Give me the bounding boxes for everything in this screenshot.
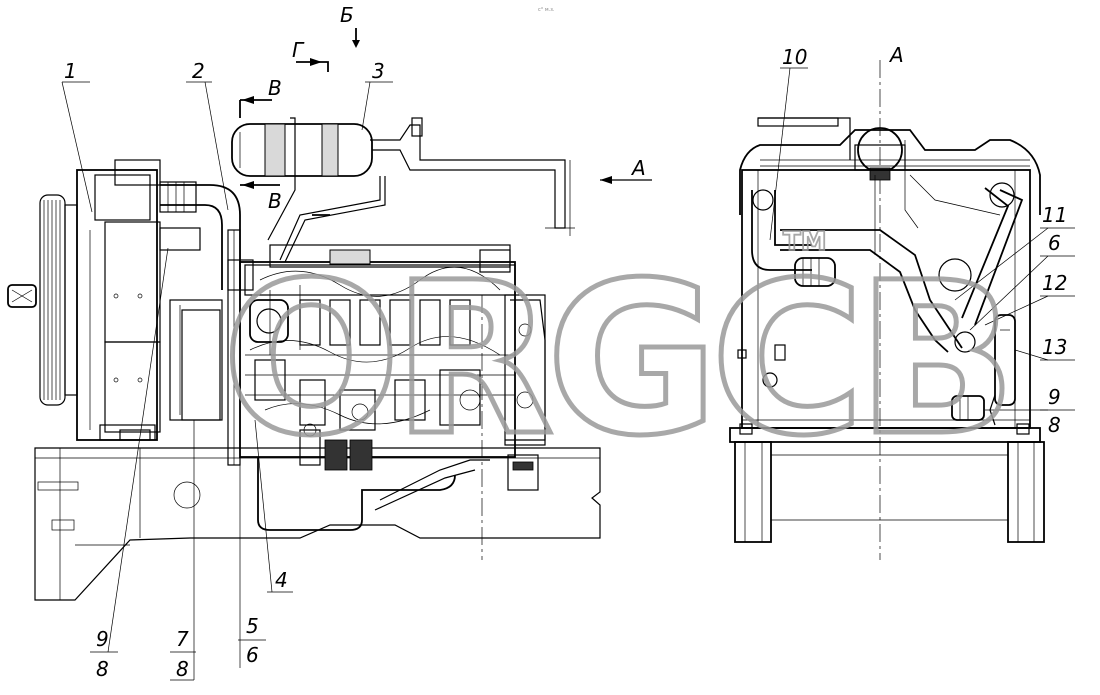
- callout-3: 3: [372, 59, 385, 83]
- callout-12: 12: [1042, 271, 1067, 295]
- callout-9: 9: [96, 627, 109, 651]
- callout-13: 13: [1042, 335, 1067, 359]
- air-filter: [231, 117, 575, 263]
- callout-4: 4: [275, 568, 288, 592]
- callout-10: 10: [782, 45, 807, 69]
- bracket: [169, 299, 223, 421]
- header-note: с° м.з.: [538, 7, 555, 13]
- radiator-fan: [7, 194, 78, 406]
- callout-8-right: 8: [1048, 413, 1061, 437]
- section-marks: Б Г В В А: [239, 3, 652, 216]
- callout-9-right: 9: [1048, 385, 1061, 409]
- left-view: Б Г В В А 1: [7, 3, 652, 681]
- watermark-logo: ORGCB: [222, 237, 1009, 482]
- callout-1: 1: [64, 59, 77, 83]
- right-view: А: [729, 43, 1075, 560]
- callout-7: 7: [176, 627, 189, 651]
- frame-rail: [34, 447, 601, 601]
- section-mark-a: А: [630, 156, 646, 180]
- watermark-tm: TM: [783, 227, 827, 257]
- callout-5: 5: [246, 614, 259, 638]
- callouts-right: 10 11 6 12 13 9 8: [769, 45, 1075, 437]
- callout-11: 11: [1042, 203, 1067, 227]
- watermark: ORGCB TM: [220, 226, 1020, 484]
- callout-8b: 8: [96, 657, 109, 681]
- section-mark-v-top: В: [268, 76, 282, 100]
- callout-8a: 8: [176, 657, 189, 681]
- section-mark-g: Г: [292, 38, 305, 62]
- engine-block: [239, 244, 546, 531]
- callout-2: 2: [192, 59, 205, 83]
- section-mark-b: Б: [340, 3, 354, 27]
- radiator: [76, 159, 161, 441]
- callout-6: 6: [246, 643, 259, 667]
- section-mark-v-bottom: В: [268, 189, 282, 213]
- callout-6-right: 6: [1048, 231, 1061, 255]
- callouts-left: 1 2 3 4 5 6 7 8: [61, 59, 393, 681]
- view-a-title: А: [888, 43, 904, 67]
